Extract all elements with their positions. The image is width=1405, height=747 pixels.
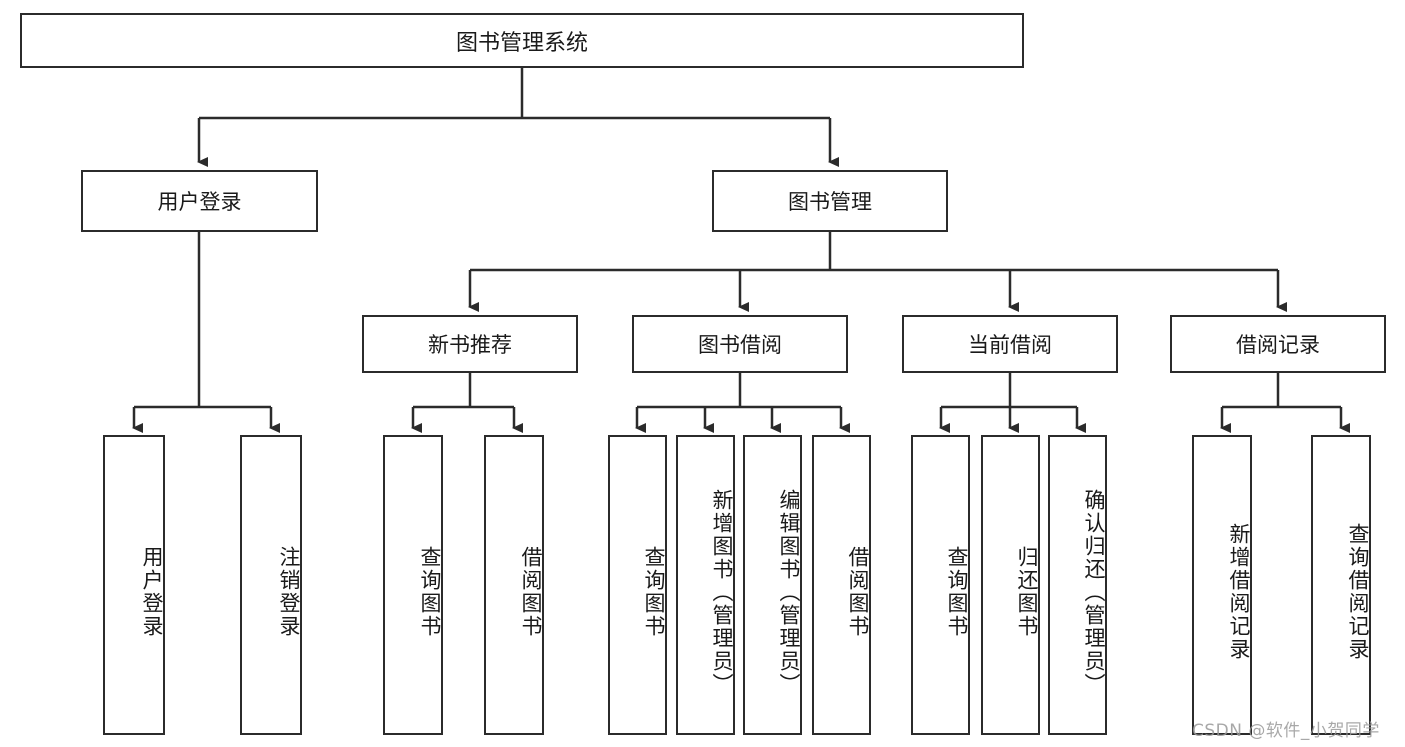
leaf-book-borrow-query-book[interactable]: 查询图书 <box>608 435 667 735</box>
leaf-new-book-query-book[interactable]: 查询图书 <box>383 435 443 735</box>
node-label: 查询图书 <box>945 546 969 638</box>
node-label: 确认归还（管理员） <box>1082 488 1106 696</box>
node-label: 编辑图书（管理员） <box>777 488 801 696</box>
leaf-current-borrow-return-book[interactable]: 归还图书 <box>981 435 1040 735</box>
leaf-user-login-login[interactable]: 用户登录 <box>103 435 165 735</box>
node-root-book-management-system[interactable]: 图书管理系统 <box>20 13 1024 68</box>
leaf-book-borrow-borrow-book[interactable]: 借阅图书 <box>812 435 871 735</box>
node-label: 借阅记录 <box>1236 333 1320 357</box>
node-label: 查询图书 <box>642 546 666 638</box>
node-label: 归还图书 <box>1015 546 1039 638</box>
node-label: 用户登录 <box>157 190 242 214</box>
leaf-borrow-record-query-record[interactable]: 查询借阅记录 <box>1311 435 1371 735</box>
node-label: 用户登录 <box>140 546 164 638</box>
node-label: 借阅图书 <box>846 546 870 638</box>
node-label: 新增借阅记录 <box>1227 523 1251 661</box>
node-label: 查询图书 <box>418 546 442 638</box>
node-label: 新书推荐 <box>428 333 512 357</box>
leaf-new-book-borrow-book[interactable]: 借阅图书 <box>484 435 544 735</box>
node-label: 借阅图书 <box>519 546 543 638</box>
leaf-current-borrow-query-book[interactable]: 查询图书 <box>911 435 970 735</box>
node-label: 新增图书（管理员） <box>710 488 734 696</box>
leaf-book-borrow-add-book-admin[interactable]: 新增图书（管理员） <box>676 435 735 735</box>
node-label: 图书借阅 <box>698 333 782 357</box>
node-book-borrow[interactable]: 图书借阅 <box>632 315 848 373</box>
node-label: 注销登录 <box>277 546 301 638</box>
leaf-book-borrow-edit-book-admin[interactable]: 编辑图书（管理员） <box>743 435 802 735</box>
node-book-management[interactable]: 图书管理 <box>712 170 948 232</box>
node-user-login[interactable]: 用户登录 <box>81 170 318 232</box>
node-borrow-record[interactable]: 借阅记录 <box>1170 315 1386 373</box>
csdn-watermark: CSDN @软件_小贺同学 <box>1192 721 1380 741</box>
node-label: 查询借阅记录 <box>1346 523 1370 661</box>
node-new-book-recommend[interactable]: 新书推荐 <box>362 315 578 373</box>
node-label: 当前借阅 <box>968 333 1052 357</box>
leaf-user-login-logout[interactable]: 注销登录 <box>240 435 302 735</box>
leaf-current-borrow-confirm-return-admin[interactable]: 确认归还（管理员） <box>1048 435 1107 735</box>
leaf-borrow-record-add-record[interactable]: 新增借阅记录 <box>1192 435 1252 735</box>
node-label: 图书管理 <box>788 190 872 214</box>
node-label: 图书管理系统 <box>455 30 588 56</box>
node-current-borrow[interactable]: 当前借阅 <box>902 315 1118 373</box>
